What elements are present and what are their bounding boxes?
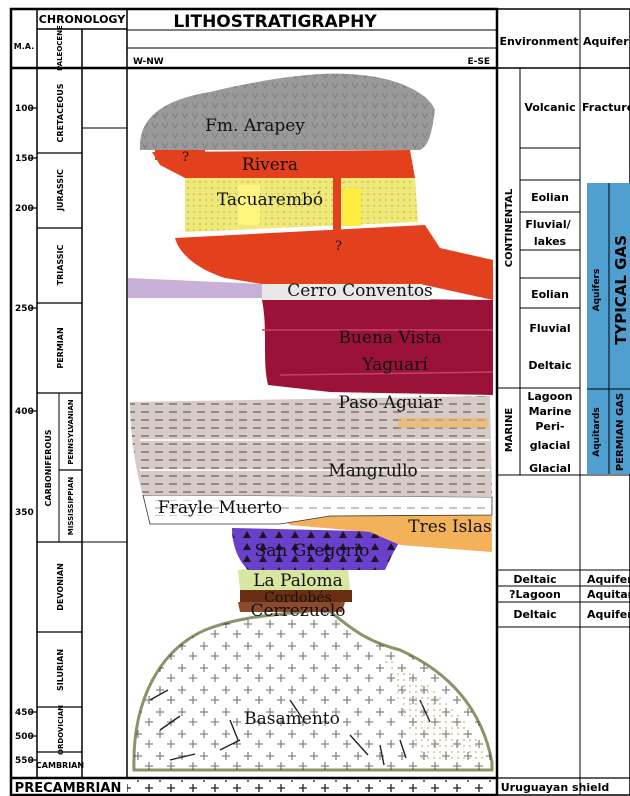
label-question-2: ? — [335, 239, 342, 254]
age-label: 400 — [15, 407, 34, 417]
lithology-panel: Fm. Arapey Rivera Tacuarembó ? ? Cerro C… — [127, 74, 497, 795]
period-precambrian: PRECAMBRIAN — [15, 781, 122, 796]
aquifer-aquitard-b: Aquitar — [587, 588, 630, 601]
aquifer-aquifer-c: Aquifer — [587, 608, 630, 621]
age-label: 500 — [15, 732, 34, 742]
label-tres-islas: Tres Islas — [408, 517, 491, 537]
label-arapey: Fm. Arapey — [205, 116, 305, 136]
age-label: 250 — [15, 304, 34, 314]
period-permian: PERMIAN — [56, 327, 65, 368]
env-marine-type: Marine — [529, 405, 572, 418]
env-eolian-2: Eolian — [531, 288, 569, 301]
label-la-paloma: La Paloma — [253, 571, 343, 591]
label-yaguari: Yaguarí — [361, 355, 428, 375]
env-continental: CONTINENTAL — [504, 188, 515, 267]
age-labels: 100 150 200 250 300 350 400 450 500 550 — [15, 104, 34, 766]
age-label: 350 — [15, 508, 34, 518]
env-uruguayan-shield: Uruguayan shield — [501, 781, 610, 794]
aquifer-fractured: Fracture — [582, 101, 630, 114]
env-fluvial-lakes-1: Fluvial/ — [525, 218, 571, 231]
aquifer-aquitards: Aquitards — [592, 407, 602, 457]
period-devonian: DEVONIAN — [56, 563, 65, 611]
env-fluvial: Fluvial — [529, 322, 570, 335]
label-tacuarembo: Tacuarembó — [217, 190, 323, 210]
period-silurian: SILURIAN — [56, 649, 65, 691]
label-paso-aguiar: Paso Aguiar — [339, 393, 443, 413]
label-basamento: Basamento — [244, 709, 340, 729]
env-volcanic: Volcanic — [524, 101, 575, 114]
ese-label: E-SE — [467, 57, 490, 67]
label-frayle-muerto: Frayle Muerto — [158, 498, 282, 518]
aquifer-column: Fracture Aquifers TYPICAL GAS Aquitards … — [582, 101, 630, 621]
period-jurassic: JURASSIC — [56, 169, 65, 212]
aquifer-aquifers: Aquifers — [592, 269, 602, 312]
env-glacial: Glacial — [529, 462, 571, 475]
aquifer-permian-gas: PERMIAN GAS — [615, 393, 626, 471]
label-cerrezuelo: Cerrezuelo — [250, 601, 345, 621]
period-cambrian: CAMBRIAN — [36, 761, 84, 770]
age-label: 550 — [15, 756, 34, 766]
period-pennsylvanian: PENNSYLVANIAN — [67, 399, 75, 464]
precambrian-basement — [127, 780, 497, 795]
label-rivera: Rivera — [242, 155, 298, 175]
cerro-conventos-unit — [128, 278, 262, 298]
lithostratigraphy-header: LITHOSTRATIGRAPHY — [173, 12, 377, 32]
age-label: 100 — [15, 104, 34, 114]
env-lagoon: Lagoon — [527, 390, 572, 403]
chronology-header: CHRONOLOGY — [39, 13, 126, 26]
env-deltaic-3: Deltaic — [513, 608, 556, 621]
env-marine: MARINE — [504, 408, 515, 452]
aquifer-typical-gas: TYPICAL GAS — [612, 235, 630, 345]
environment-header: Environment — [499, 35, 578, 48]
label-mangrullo: Mangrullo — [328, 461, 418, 481]
env-fluvial-lakes-2: lakes — [534, 235, 567, 248]
age-label: 200 — [15, 204, 34, 214]
env-periglacial-1: Peri- — [535, 420, 564, 433]
label-san-gregorio: San Gregorio — [255, 541, 370, 561]
period-ordovician: ORDOVICIAN — [57, 705, 65, 755]
age-label: 150 — [15, 154, 34, 164]
label-buena-vista: Buena Vista — [338, 328, 441, 348]
ma-header: M.A. — [14, 42, 34, 51]
age-label: 450 — [15, 708, 34, 718]
period-carboniferous: CARBONIFEROUS — [44, 429, 53, 506]
label-cerro-conventos: Cerro Conventos — [287, 281, 433, 301]
aquifer-aquifer-a: Aquifer — [587, 573, 630, 586]
paleocene-label: PALEOCENE — [56, 25, 64, 71]
env-periglacial-2: glacial — [530, 439, 571, 452]
period-mississippian: MISSISSIPPIAN — [67, 477, 75, 536]
period-triassic: TRIASSIC — [56, 244, 65, 285]
label-question-1: ? — [182, 150, 189, 165]
env-eolian-1: Eolian — [531, 191, 569, 204]
env-deltaic-2: Deltaic — [513, 573, 556, 586]
env-deltaic-1: Deltaic — [528, 359, 571, 372]
wnw-label: W-NW — [133, 57, 164, 67]
aquifer-header: Aquifer — [583, 35, 629, 48]
period-cretaceous: CRETACEOUS — [56, 83, 65, 142]
env-lagoon-2: ?Lagoon — [509, 588, 561, 601]
